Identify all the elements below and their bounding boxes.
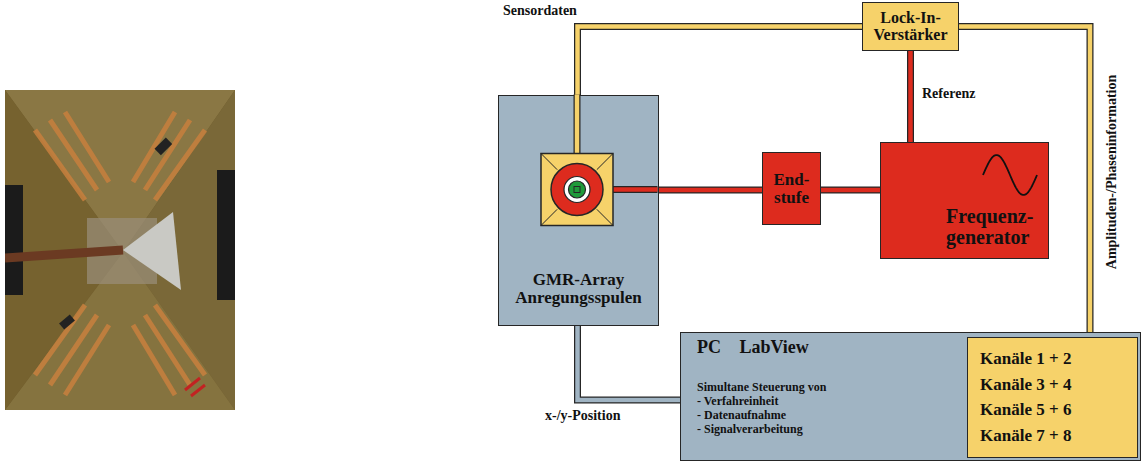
box-title: Lock-In- Verstärker [872, 10, 949, 44]
connector-strip [5, 185, 23, 295]
signal-label: Sensordaten [503, 3, 577, 19]
connector-strip [217, 170, 235, 300]
gmr-sensor [569, 181, 586, 198]
signal-connector [578, 27, 863, 96]
box-title: Frequenz- generator [946, 206, 1036, 248]
lock-in-amplifier-box: Lock-In- Verstärker [862, 2, 959, 51]
frequency-generator-box: Frequenz- generator [880, 142, 1049, 259]
box-title: End- stufe [773, 171, 811, 207]
connector-band [659, 188, 762, 193]
frame-bevel [597, 209, 613, 225]
connector-outline [578, 27, 863, 96]
gmr-array-box: GMR-Array Anregungsspulen [498, 95, 659, 326]
pc-box: PC LabViewSimultane Steuerung von- Verfa… [680, 332, 1141, 461]
frame-bevel [597, 154, 613, 170]
signal-label: x-/y-Position [545, 408, 620, 424]
connector-band [821, 188, 880, 193]
channel-label: Kanäle 1 + 2 [980, 350, 1071, 368]
frame-bevel [541, 209, 557, 225]
connector-outline [578, 326, 681, 400]
wire-stub [575, 95, 580, 154]
channel-label: Kanäle 3 + 4 [980, 376, 1071, 394]
connector-band [578, 326, 681, 400]
power-stage-box: End- stufe [762, 152, 821, 225]
resistor [155, 138, 173, 156]
board [5, 90, 235, 410]
signal-label: Amplituden-/Phaseninformation [1104, 75, 1120, 269]
connector-band [578, 27, 863, 96]
box-title: GMR-Array Anregungsspulen [514, 271, 643, 307]
frame-bevel [541, 154, 557, 170]
sensor-chip [574, 187, 580, 193]
connector-outline [659, 187, 762, 194]
cable [5, 250, 123, 258]
pcb-photo [5, 90, 235, 410]
signal-connector [910, 51, 911, 142]
signal-connector [821, 190, 880, 191]
sine-wave [983, 155, 1037, 195]
channel-label: Kanäle 7 + 8 [980, 427, 1071, 445]
channel-box: Kanäle 1 + 2 Kanäle 3 + 4 Kanäle 5 + 6 Kanä… [967, 337, 1138, 458]
excitation-coil [551, 164, 603, 216]
ink-mark [185, 378, 205, 396]
signal-connector [659, 190, 762, 191]
wire-stub [574, 95, 581, 154]
metal-foil [123, 212, 181, 290]
prism-facet [5, 90, 123, 410]
channel-label: Kanäle 5 + 6 [980, 401, 1071, 419]
resistor [59, 314, 75, 329]
signal-connector [578, 326, 681, 400]
connector-band [908, 51, 913, 142]
signal-label: Referenz [922, 86, 975, 102]
sensor-frame [541, 154, 613, 226]
coil-gap [564, 177, 590, 203]
connector-outline [907, 51, 914, 142]
connector-outline [821, 187, 880, 194]
